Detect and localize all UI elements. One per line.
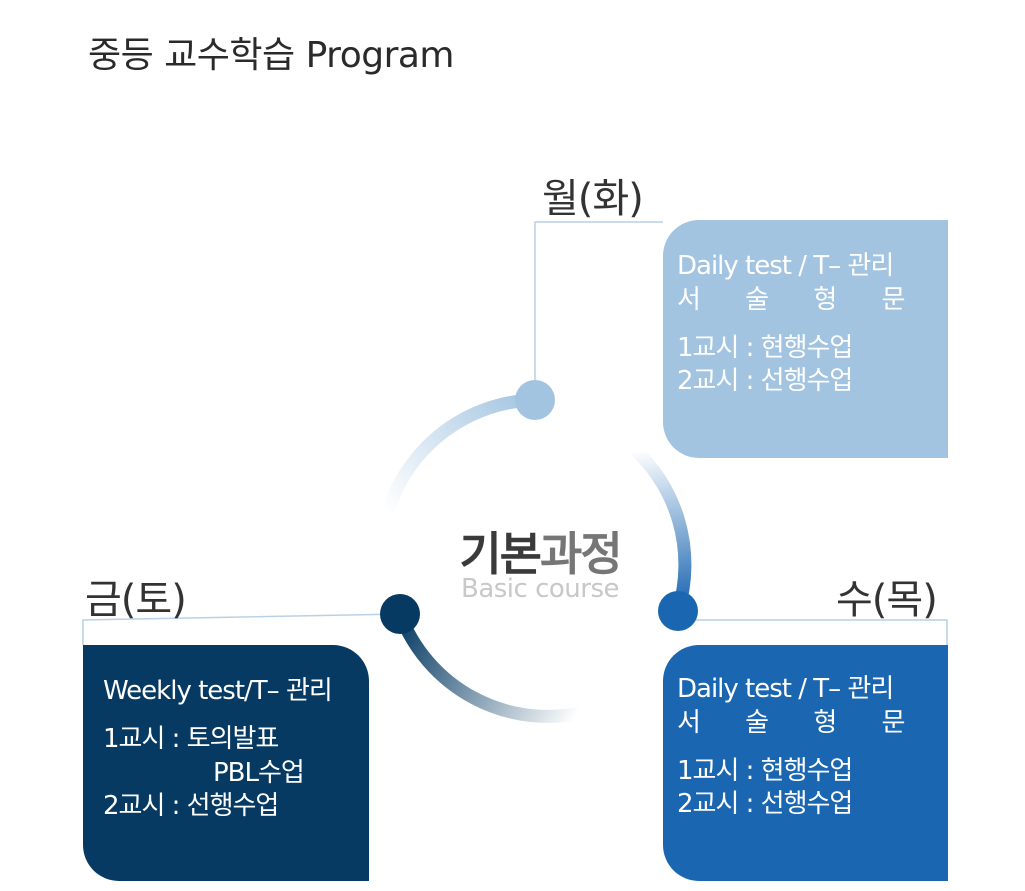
card-line: 서 술 형 문 제 <box>677 707 992 738</box>
center-subtitle: Basic course <box>460 574 620 604</box>
center-title-main: 기본 <box>459 527 542 581</box>
arc-mid <box>623 438 692 618</box>
center-title-accent: 과정 <box>540 527 623 581</box>
page-title: 중등 교수학습 Program <box>88 35 455 76</box>
card-line: 서 술 형 문 제 <box>677 284 992 315</box>
card-line: 2교시 : 선행수업 <box>677 366 853 397</box>
card-line: Daily test / T– 관리 <box>677 674 894 704</box>
card-line: 1교시 : 현행수업 <box>677 755 853 786</box>
card-line: PBL수업 <box>213 757 305 788</box>
day-label-fri: 금(토) <box>85 577 187 623</box>
card-line: 2교시 : 선행수업 <box>103 791 279 822</box>
schedule-card-fri: Weekly test/T– 관리 1교시 : 토의발표 PBL수업 2교시 :… <box>83 645 369 881</box>
card-line: 1교시 : 토의발표 <box>103 723 279 754</box>
connector-fri <box>82 613 401 645</box>
day-label-mon: 월(화) <box>542 176 644 222</box>
dot-fri <box>380 594 420 634</box>
schedule-card-mon: Daily test / T– 관리 서 술 형 문 제 1교시 : 현행수업 … <box>663 220 992 458</box>
card-line: 2교시 : 선행수업 <box>677 789 853 820</box>
arc-light <box>375 393 542 547</box>
arc-navy <box>393 607 592 723</box>
dot-wed <box>658 591 698 631</box>
card-line: Weekly test/T– 관리 <box>103 676 333 706</box>
card-line: Daily test / T– 관리 <box>677 251 894 281</box>
dot-mon <box>515 380 555 420</box>
connector-mon <box>534 221 663 400</box>
schedule-card-wed: Daily test / T– 관리 서 술 형 문 제 1교시 : 현행수업 … <box>663 645 992 881</box>
center-title: 기본과정 <box>420 518 660 584</box>
card-line: 1교시 : 현행수업 <box>677 332 853 363</box>
day-label-wed: 수(목) <box>836 577 938 623</box>
